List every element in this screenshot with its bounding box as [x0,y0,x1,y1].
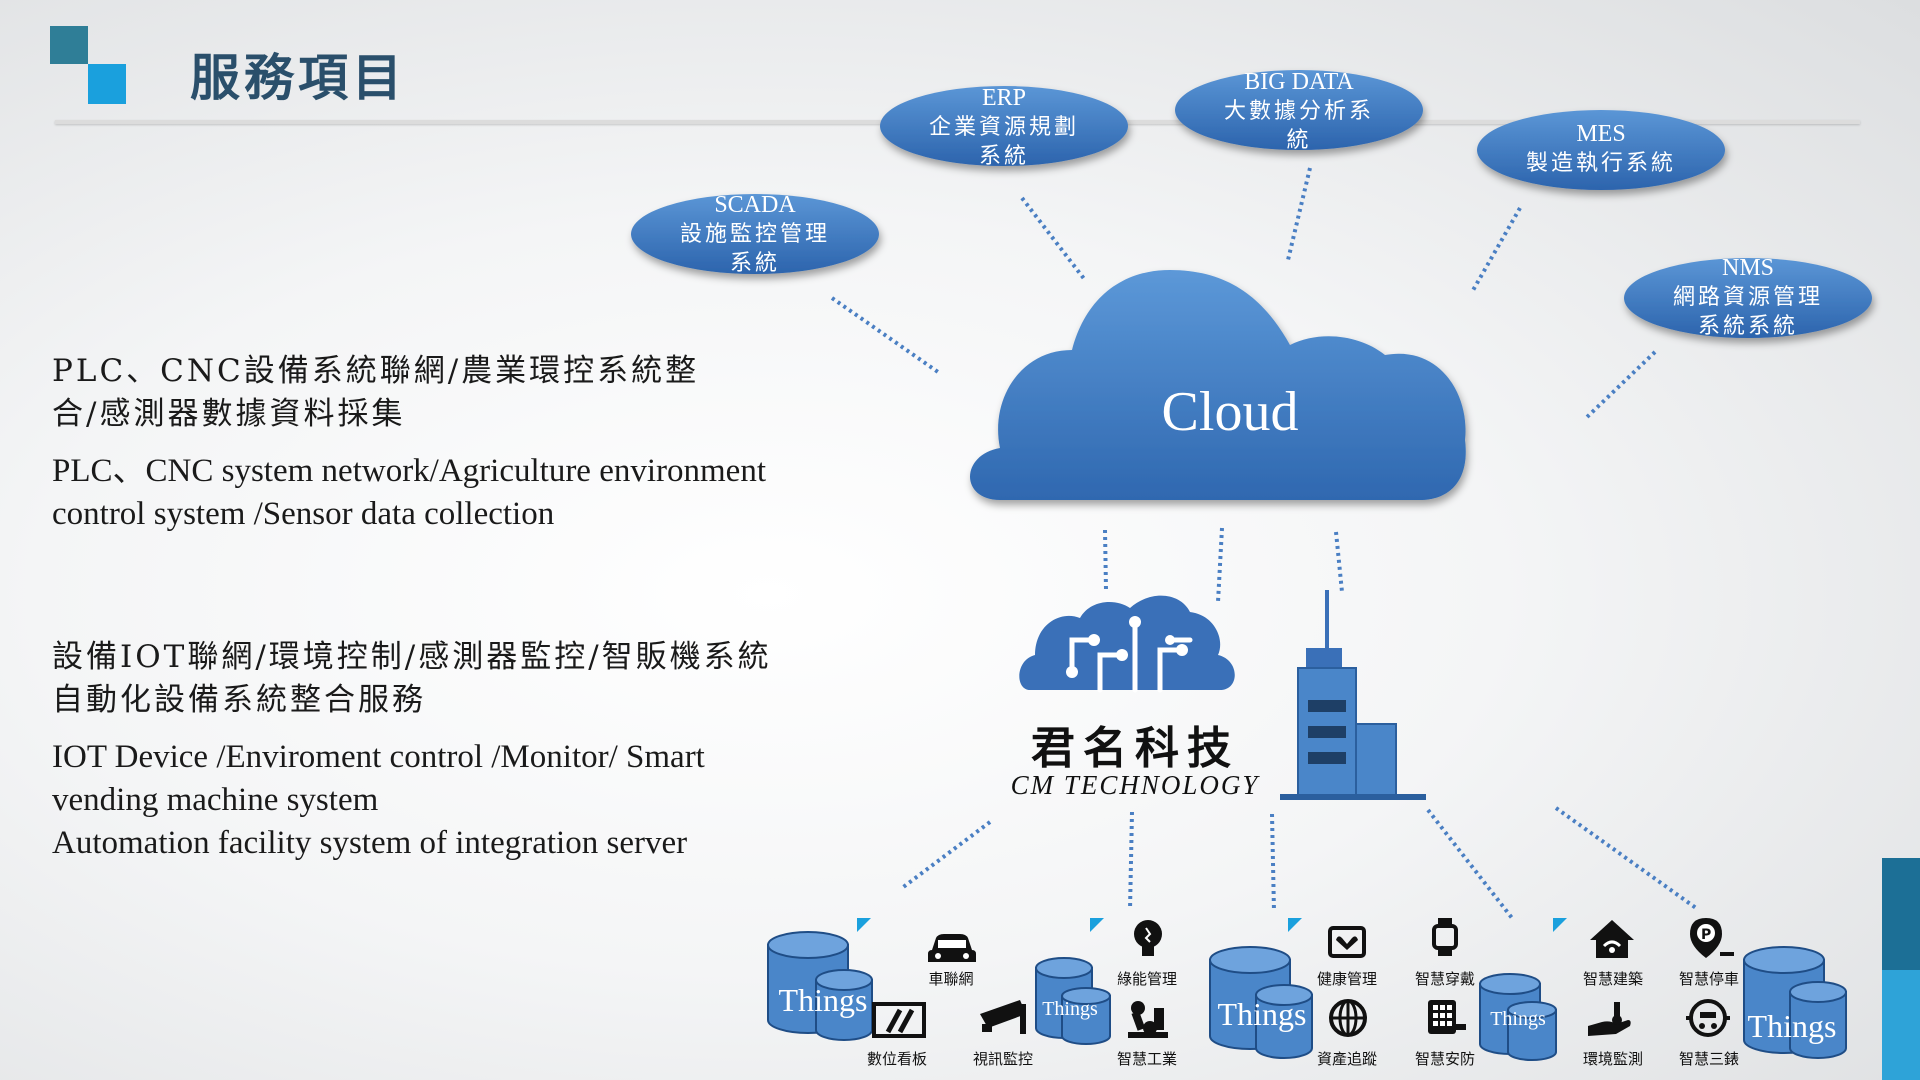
bigdata-label-cn2: 統 [1286,128,1312,153]
icon-label-surveillance: 視訊監控 [972,1050,1033,1068]
cloud-label: Cloud [1161,381,1299,443]
plc-en-line1: PLC、CNC system network/Agriculture envir… [52,453,766,489]
system-connectors [830,167,1657,420]
connector-scada [830,296,940,374]
mes-label-cn1: 製造執行系統 [1525,151,1676,176]
building-icon [1280,590,1426,800]
scada-node [631,194,879,274]
bigdata-label-en: BIG DATA [1244,69,1354,95]
bigdata-label: BIG DATA 大數據分析系 統 [1189,68,1409,155]
logo-square-dark [50,26,88,64]
corner-markers [857,918,1567,932]
cloud-shape [970,270,1466,500]
things-cylinder-4 [1479,973,1557,1061]
surveillance-camera-icon [980,1000,1026,1034]
mes-label-en: MES [1576,121,1626,147]
car-icon [928,934,976,962]
icon-label-bulb: 綠能管理 [1116,970,1177,988]
iot-icons: P [872,918,1734,1038]
plc-en-line2: control system /Sensor data collection [52,496,555,532]
mes-label: MES 製造執行系統 [1491,120,1711,178]
bigdata-node [1175,70,1423,150]
plc-cn-line1: PLC、CNC設備系統聯網/農業環控系統整 [52,353,700,389]
nms-node [1624,258,1872,338]
bigdata-label-cn1: 大數據分析系 [1223,99,1374,124]
things-cylinder-3 [1209,946,1313,1059]
parking-pin-icon: P [1690,918,1734,958]
icon-label-globe: 資產追蹤 [1316,1050,1377,1068]
icon-label-env: 環境監測 [1582,1050,1643,1068]
things-label-3: Things [1217,996,1307,1032]
globe-tracking-icon [1329,999,1367,1037]
nms-label: NMS 網路資源管理 系統系統 [1638,254,1858,341]
icon-label-watch: 智慧穿戴 [1414,970,1475,988]
system-nodes [631,70,1872,338]
health-monitor-icon [1328,926,1366,958]
service-block-plc: PLC、CNC設備系統聯網/農業環控系統整 合/感測器數據資料採集 PLC、CN… [52,350,766,536]
brand-name-en: CM TECHNOLOGY [1010,770,1260,800]
nms-label-en: NMS [1721,255,1775,281]
things-cylinder-1 [767,931,873,1041]
cloud-company-connectors [1103,527,1344,603]
things-label-5: Things [1747,1008,1837,1044]
things-cylinders [767,931,1847,1061]
icon-label-health: 健康管理 [1316,970,1377,988]
things-cylinder-5 [1743,946,1847,1059]
icon-label-robot: 智慧工業 [1116,1050,1177,1068]
page-title: 服務項目 [190,48,406,107]
things-label-4: Things [1490,1008,1546,1030]
scada-label-en: SCADA [714,192,796,218]
things-label-1: Things [778,982,868,1018]
robot-arm-icon [1128,1001,1168,1038]
light-bulb-icon [1134,920,1162,956]
icon-label-building: 智慧建築 [1582,970,1643,988]
connector-nms [1584,350,1657,420]
connector-bigdata [1286,167,1312,261]
nms-label-cn1: 網路資源管理 [1672,285,1823,310]
right-accent-bar-dark [1882,858,1920,970]
security-keypad-icon [1428,1000,1466,1034]
scada-label-cn1: 設施監控管理 [679,222,830,247]
icon-label-car: 車聯網 [928,970,974,988]
icon-label-parking: 智慧停車 [1678,970,1739,988]
cm-logo-icon [1019,595,1235,693]
digital-signage-icon [872,1002,926,1038]
icon-label-meter: 智慧三錶 [1678,1050,1739,1068]
scada-label: SCADA 設施監控管理 系統 [645,191,865,278]
things-cylinder-2 [1035,957,1111,1045]
environment-hand-icon [1588,1002,1631,1036]
brand-name-cn: 君名科技 [1031,723,1239,774]
erp-label-cn1: 企業資源規劃 [928,115,1079,140]
smartwatch-icon [1432,918,1458,956]
service-block-iot: 設備IOT聯網/環境控制/感測器監控/智販機系統 自動化設備系統整合服務 IOT… [52,636,772,865]
nms-label-cn2: 系統系統 [1697,314,1798,339]
icon-label-signage: 數位看板 [866,1050,927,1068]
erp-label-cn2: 系統 [978,144,1029,169]
iot-en-line1: IOT Device /Enviroment control /Monitor/… [52,739,705,775]
erp-label: ERP 企業資源規劃 系統 [894,84,1114,171]
iot-cn-line2: 自動化設備系統整合服務 [52,682,426,718]
things-label-2: Things [1042,998,1098,1020]
svg-text:P: P [1701,927,1711,943]
connector-mes [1470,207,1522,293]
icon-label-keypad: 智慧安防 [1414,1050,1475,1068]
iot-en-line2: vending machine system [52,782,379,818]
smart-meter-icon [1686,999,1730,1037]
connector-erp [1020,196,1087,282]
iot-en-line3: Automation facility system of integratio… [52,825,688,861]
iot-cn-line1: 設備IOT聯網/環境控制/感測器監控/智販機系統 [52,639,772,675]
smart-building-icon [1590,920,1634,958]
things-connectors [900,806,1698,920]
logo-square-light [88,64,126,104]
mes-node [1477,110,1725,190]
erp-node [880,86,1128,166]
plc-cn-line2: 合/感測器數據資料採集 [52,396,406,432]
erp-label-en: ERP [981,85,1026,111]
scada-label-cn2: 系統 [729,251,780,276]
